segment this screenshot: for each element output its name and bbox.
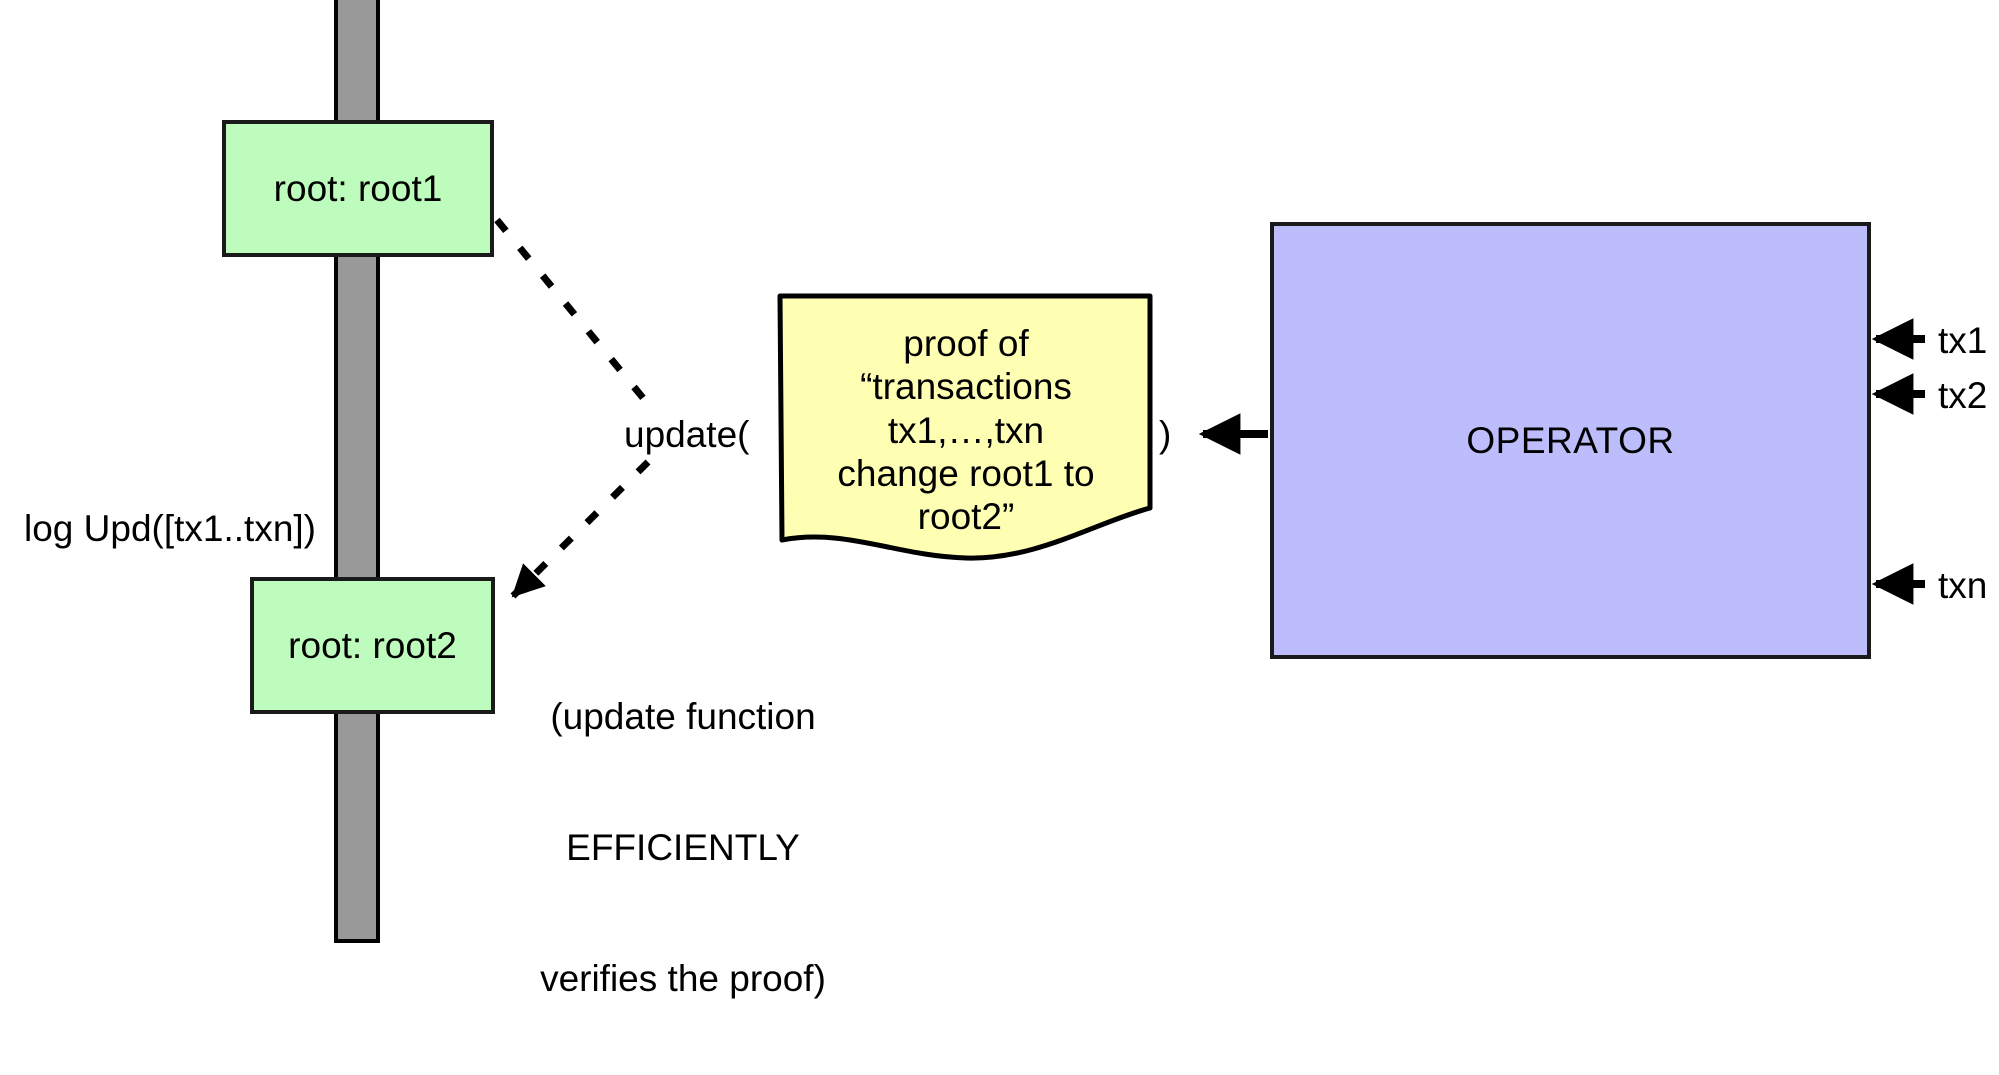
update-function-annotation-line2: EFFICIENTLY (566, 827, 800, 869)
chain-block-root1-label: root: root1 (273, 167, 443, 209)
dashed-connector-root1-to-update (494, 217, 651, 407)
proof-note-line4: change root1 to (837, 452, 1095, 494)
proof-note-text: proof of “transactions tx1,…,txn change … (776, 322, 1156, 538)
operator-box[interactable]: OPERATOR (1270, 222, 1871, 659)
transaction-label-tx2: tx2 (1938, 375, 1988, 416)
update-call-close-paren: ) (1159, 414, 1172, 455)
transaction-label-txn: txn (1938, 565, 1988, 606)
chain-block-root2[interactable]: root: root2 (250, 577, 495, 714)
dashed-connector-update-to-root2 (510, 459, 651, 599)
proof-note-shape (777, 293, 1153, 561)
proof-note-line1: proof of (903, 323, 1029, 364)
update-call-open-paren: update( (624, 414, 750, 455)
chain-block-root1[interactable]: root: root1 (222, 120, 494, 257)
chain-block-root2-label: root: root2 (288, 624, 457, 666)
update-function-annotation-line1: (update function (550, 696, 816, 738)
ethereum-chain-caption: Ethereum Chain (228, 982, 478, 1075)
operator-label: OPERATOR (1466, 419, 1675, 461)
update-function-annotation: (update function EFFICIENTLY verifies th… (533, 608, 833, 1075)
proof-note-line5: root2” (917, 496, 1015, 538)
proof-note-line2: “transactions (860, 366, 1072, 408)
log-update-label: log Upd([tx1..txn]) (24, 508, 317, 549)
proof-note: proof of “transactions tx1,…,txn change … (776, 292, 1156, 562)
transaction-label-tx1: tx1 (1938, 320, 1988, 361)
proof-note-line3: tx1,…,txn (887, 409, 1045, 451)
update-function-annotation-line3: verifies the proof) (540, 958, 826, 1000)
